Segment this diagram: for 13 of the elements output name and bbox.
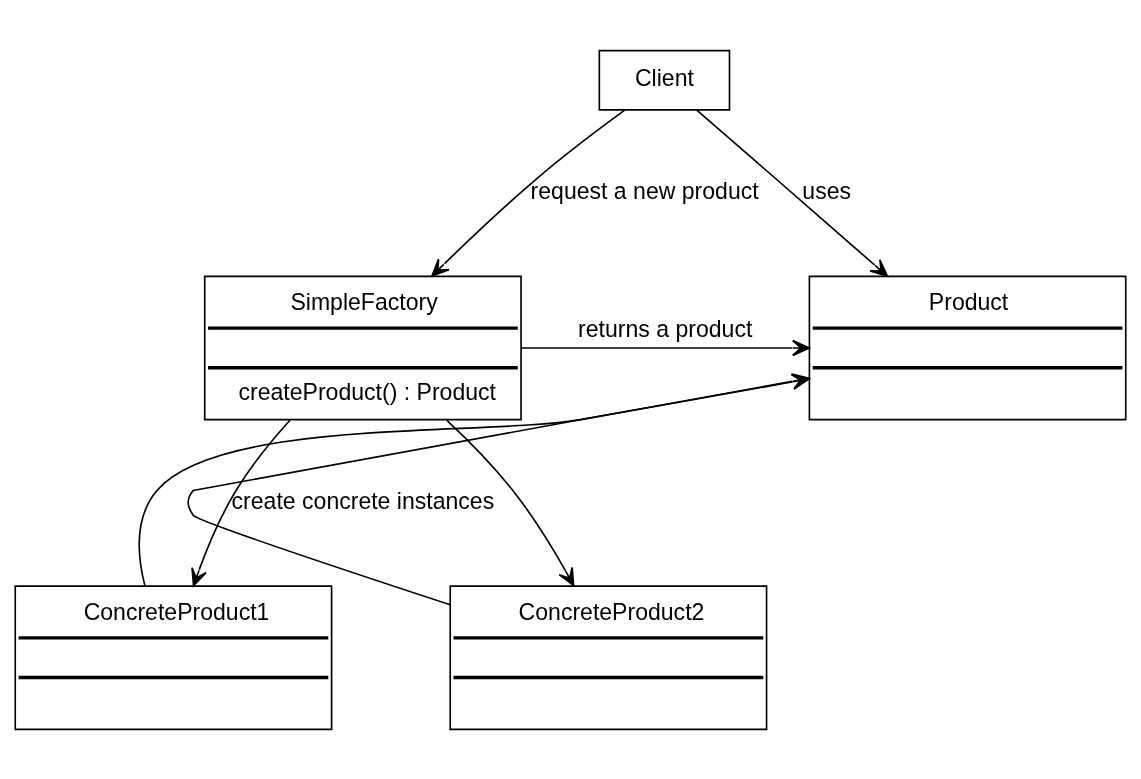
arrow [191, 418, 291, 587]
edge-label: create concrete instances [231, 487, 495, 514]
node-box: ConcreteProduct2 [449, 584, 768, 730]
edge-label: returns a product [578, 315, 753, 342]
arrow [520, 339, 811, 356]
arrow [445, 418, 575, 586]
node-box: Product [808, 275, 1127, 420]
arrow [695, 108, 889, 277]
edge-label: uses [802, 177, 852, 204]
node-box: Client [598, 49, 731, 111]
node-box: ConcreteProduct1 [14, 584, 333, 730]
edge-label: request a new product [530, 177, 759, 204]
arrow [431, 108, 626, 277]
